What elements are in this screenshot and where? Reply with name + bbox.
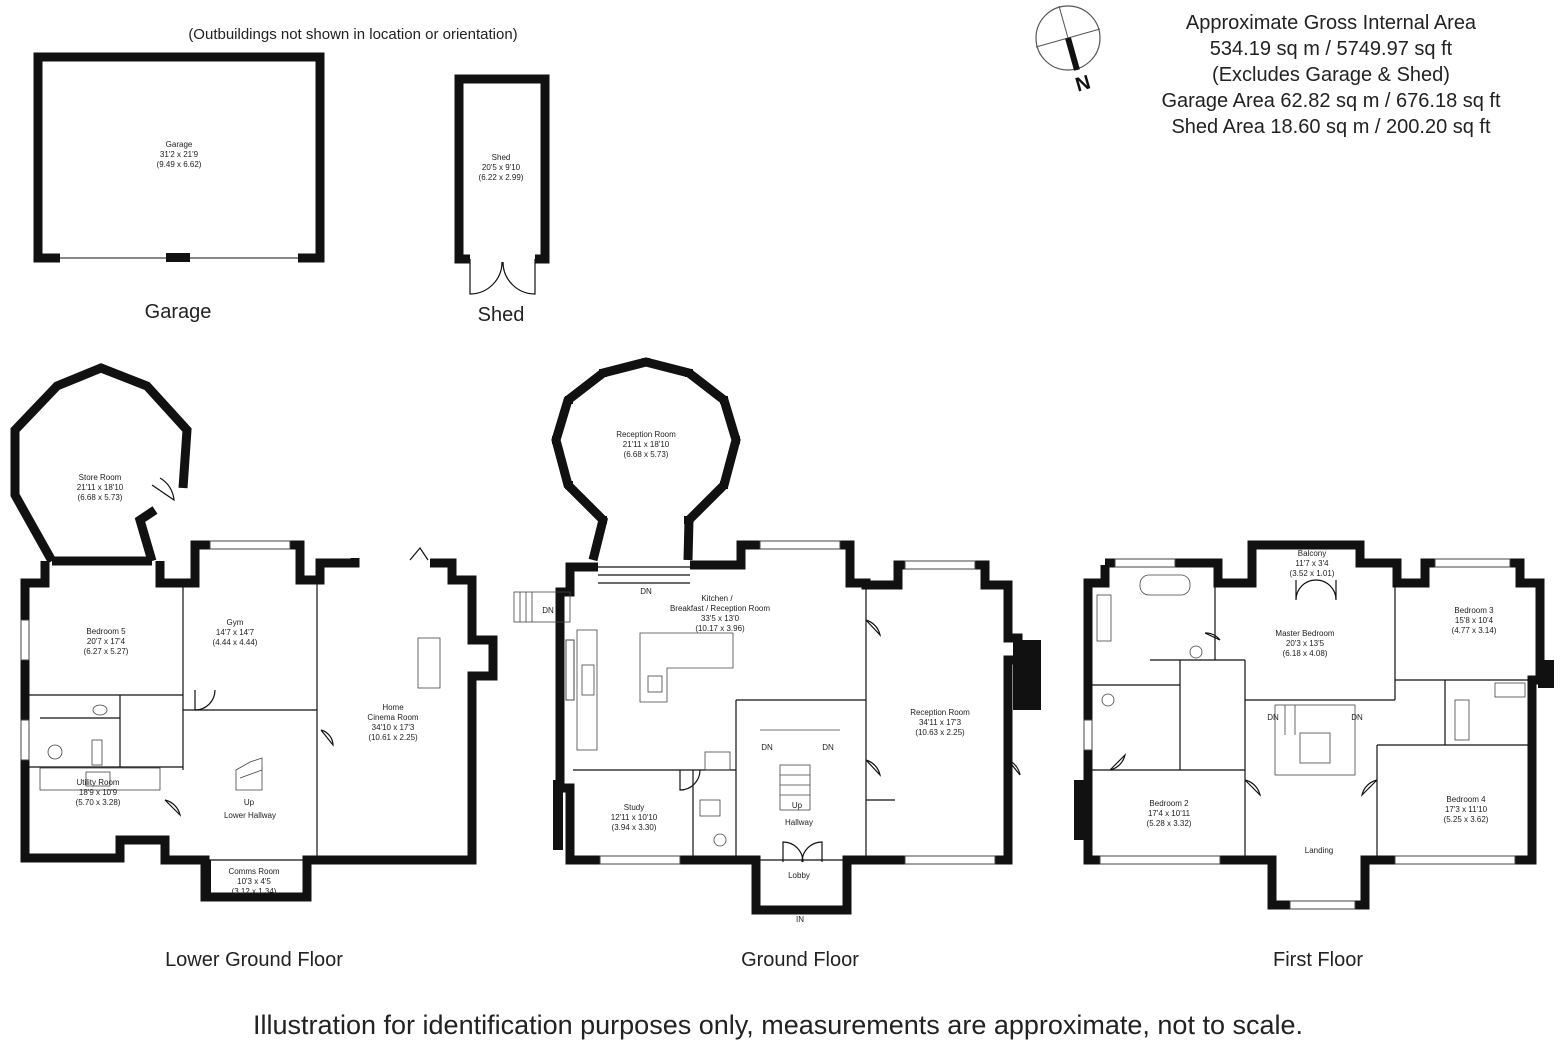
bedroom2-dims-metric: (5.28 x 3.32) xyxy=(1147,819,1192,828)
round-reception-dims: 21'11 x 18'10 xyxy=(623,440,670,449)
first-floor-label: First Floor xyxy=(1273,949,1363,971)
bedroom2-dims: 17'4 x 10'11 xyxy=(1148,809,1191,818)
master-dims-metric: (6.18 x 4.08) xyxy=(1283,649,1328,658)
disclaimer: Illustration for identification purposes… xyxy=(253,1010,1303,1040)
utility-dims-metric: (5.70 x 3.28) xyxy=(76,798,121,807)
utility-name: Utility Room xyxy=(76,778,119,787)
bedroom5-dims: 20'7 x 17'4 xyxy=(87,637,126,646)
lower-stair-up: Up xyxy=(244,798,255,807)
reception-name: Reception Room xyxy=(910,708,970,717)
garage-label: Garage xyxy=(145,301,212,323)
cinema-dims-metric: (10.61 x 2.25) xyxy=(368,733,418,742)
hallway-name: Hallway xyxy=(785,818,813,827)
lower-hallway-name: Lower Hallway xyxy=(224,811,276,820)
ground-dn-1: DN xyxy=(640,587,652,596)
comms-name: Comms Room xyxy=(228,867,279,876)
gym-dims-metric: (4.44 x 4.44) xyxy=(213,638,258,647)
bedroom3-name: Bedroom 3 xyxy=(1454,606,1494,615)
kitchen-dims: 33'5 x 13'0 xyxy=(701,614,740,623)
study-name: Study xyxy=(624,803,644,812)
area-line-2: 534.19 sq m / 5749.97 sq ft xyxy=(1210,38,1453,60)
bedroom5-name: Bedroom 5 xyxy=(86,627,126,636)
kitchen-dims-metric: (10.17 x 3.96) xyxy=(695,624,745,633)
bedroom4-name: Bedroom 4 xyxy=(1446,795,1486,804)
cinema-name-2: Cinema Room xyxy=(367,713,418,722)
balcony-dims: 11'7 x 3'4 xyxy=(1295,559,1329,568)
shed-name: Shed xyxy=(492,153,511,162)
ground-dn-2: DN xyxy=(542,606,554,615)
reception-dims: 34'11 x 17'3 xyxy=(919,718,962,727)
garage-plan: Garage 31'2 x 21'9 (9.49 x 6.62) Garage xyxy=(33,52,325,323)
shed-label: Shed xyxy=(478,304,525,326)
gym-dims: 14'7 x 14'7 xyxy=(216,628,255,637)
garage-name: Garage xyxy=(166,140,193,149)
store-room-name: Store Room xyxy=(79,473,122,482)
ground-floor-plan: Reception Room 21'11 x 18'10 (6.68 x 5.7… xyxy=(513,357,1041,971)
lobby-name: Lobby xyxy=(788,871,810,880)
lower-ground-floor-plan: Store Room 21'11 x 18'10 (6.68 x 5.73) B… xyxy=(10,363,498,971)
cinema-name-1: Home xyxy=(382,703,404,712)
area-line-1: Approximate Gross Internal Area xyxy=(1186,12,1477,34)
bedroom4-dims: 17'3 x 11'10 xyxy=(1445,805,1488,814)
area-line-4: Garage Area 62.82 sq m / 676.18 sq ft xyxy=(1161,90,1501,112)
landing-name: Landing xyxy=(1305,846,1333,855)
first-floor-plan: Balcony 11'7 x 3'4 (3.52 x 1.01) Master … xyxy=(1074,540,1554,971)
bedroom5-dims-metric: (6.27 x 5.27) xyxy=(84,647,129,656)
balcony-name: Balcony xyxy=(1298,549,1326,558)
master-name: Master Bedroom xyxy=(1275,629,1334,638)
bedroom3-dims: 15'8 x 10'4 xyxy=(1455,616,1494,625)
garage-dims-metric: (9.49 x 6.62) xyxy=(157,160,202,169)
lower-floor-label: Lower Ground Floor xyxy=(165,949,343,971)
balcony-dims-metric: (3.52 x 1.01) xyxy=(1290,569,1335,578)
first-dn-2: DN xyxy=(1351,713,1363,722)
outbuildings-note: (Outbuildings not shown in location or o… xyxy=(188,26,517,43)
ground-dn-4: DN xyxy=(822,743,834,752)
first-dn-1: DN xyxy=(1267,713,1279,722)
area-line-5: Shed Area 18.60 sq m / 200.20 sq ft xyxy=(1171,116,1491,138)
area-line-3: (Excludes Garage & Shed) xyxy=(1212,64,1450,86)
shed-plan: Shed 20'5 x 9'10 (6.22 x 2.99) Shed xyxy=(454,74,550,326)
kitchen-name-1: Kitchen / xyxy=(701,594,733,603)
cinema-dims: 34'10 x 17'3 xyxy=(372,723,415,732)
store-room-dims: 21'11 x 18'10 xyxy=(77,483,124,492)
shed-dims: 20'5 x 9'10 xyxy=(482,163,521,172)
store-room-dims-metric: (6.68 x 5.73) xyxy=(78,493,123,502)
area-summary: Approximate Gross Internal Area 534.19 s… xyxy=(1161,12,1501,138)
compass-north-label: N xyxy=(1073,71,1093,96)
gym-name: Gym xyxy=(227,618,244,627)
shed-dims-metric: (6.22 x 2.99) xyxy=(479,173,524,182)
reception-dims-metric: (10.63 x 2.25) xyxy=(915,728,965,737)
ground-stair-up: Up xyxy=(792,801,803,810)
bedroom2-name: Bedroom 2 xyxy=(1149,799,1189,808)
bedroom4-dims-metric: (5.25 x 3.62) xyxy=(1444,815,1489,824)
comms-dims: 10'3 x 4'5 xyxy=(237,877,271,886)
lobby-entry: IN xyxy=(796,915,804,924)
comms-dims-metric: (3.12 x 1.34) xyxy=(232,887,277,896)
round-reception-name: Reception Room xyxy=(616,430,676,439)
ground-floor-label: Ground Floor xyxy=(741,949,859,971)
kitchen-name-2: Breakfast / Reception Room xyxy=(670,604,770,613)
garage-dims: 31'2 x 21'9 xyxy=(160,150,199,159)
utility-dims: 18'9 x 10'9 xyxy=(79,788,118,797)
master-dims: 20'3 x 13'5 xyxy=(1286,639,1325,648)
ground-dn-3: DN xyxy=(761,743,773,752)
study-dims-metric: (3.94 x 3.30) xyxy=(612,823,657,832)
round-reception-dims-metric: (6.68 x 5.73) xyxy=(624,450,669,459)
bedroom3-dims-metric: (4.77 x 3.14) xyxy=(1452,626,1497,635)
study-dims: 12'11 x 10'10 xyxy=(611,813,658,822)
compass-icon: N xyxy=(1035,5,1101,97)
